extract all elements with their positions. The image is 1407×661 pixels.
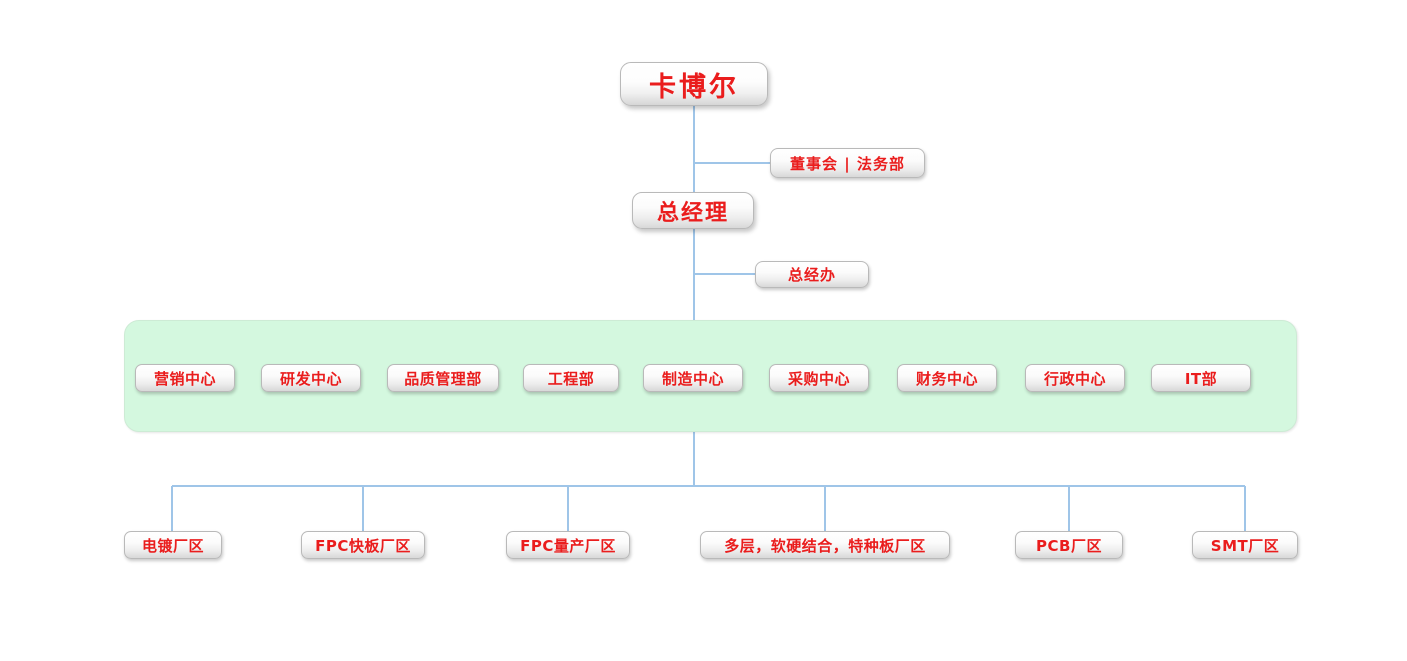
node-plant-fpc-volume[interactable]: FPC量产厂区 <box>506 531 630 559</box>
node-department-administration[interactable]: 行政中心 <box>1025 364 1125 392</box>
node-department-rnd[interactable]: 研发中心 <box>261 364 361 392</box>
node-department-marketing[interactable]: 营销中心 <box>135 364 235 392</box>
node-department-purchasing[interactable]: 采购中心 <box>769 364 869 392</box>
node-board-legal[interactable]: 董事会 | 法务部 <box>770 148 925 178</box>
department-group-container: 营销中心 研发中心 品质管理部 工程部 制造中心 采购中心 财务中心 行政中心 … <box>124 320 1297 432</box>
node-gm-office[interactable]: 总经办 <box>755 261 869 288</box>
node-root[interactable]: 卡博尔 <box>620 62 768 106</box>
node-department-manufacturing[interactable]: 制造中心 <box>643 364 743 392</box>
node-plant-multilayer-rigidflex-special[interactable]: 多层，软硬结合，特种板厂区 <box>700 531 950 559</box>
node-department-finance[interactable]: 财务中心 <box>897 364 997 392</box>
node-plant-smt[interactable]: SMT厂区 <box>1192 531 1298 559</box>
node-general-manager[interactable]: 总经理 <box>632 192 754 229</box>
node-plant-fpc-quickturn[interactable]: FPC快板厂区 <box>301 531 425 559</box>
node-plant-pcb[interactable]: PCB厂区 <box>1015 531 1123 559</box>
node-department-it[interactable]: IT部 <box>1151 364 1251 392</box>
node-plant-electroplating[interactable]: 电镀厂区 <box>124 531 222 559</box>
node-department-engineering[interactable]: 工程部 <box>523 364 619 392</box>
node-department-quality[interactable]: 品质管理部 <box>387 364 499 392</box>
